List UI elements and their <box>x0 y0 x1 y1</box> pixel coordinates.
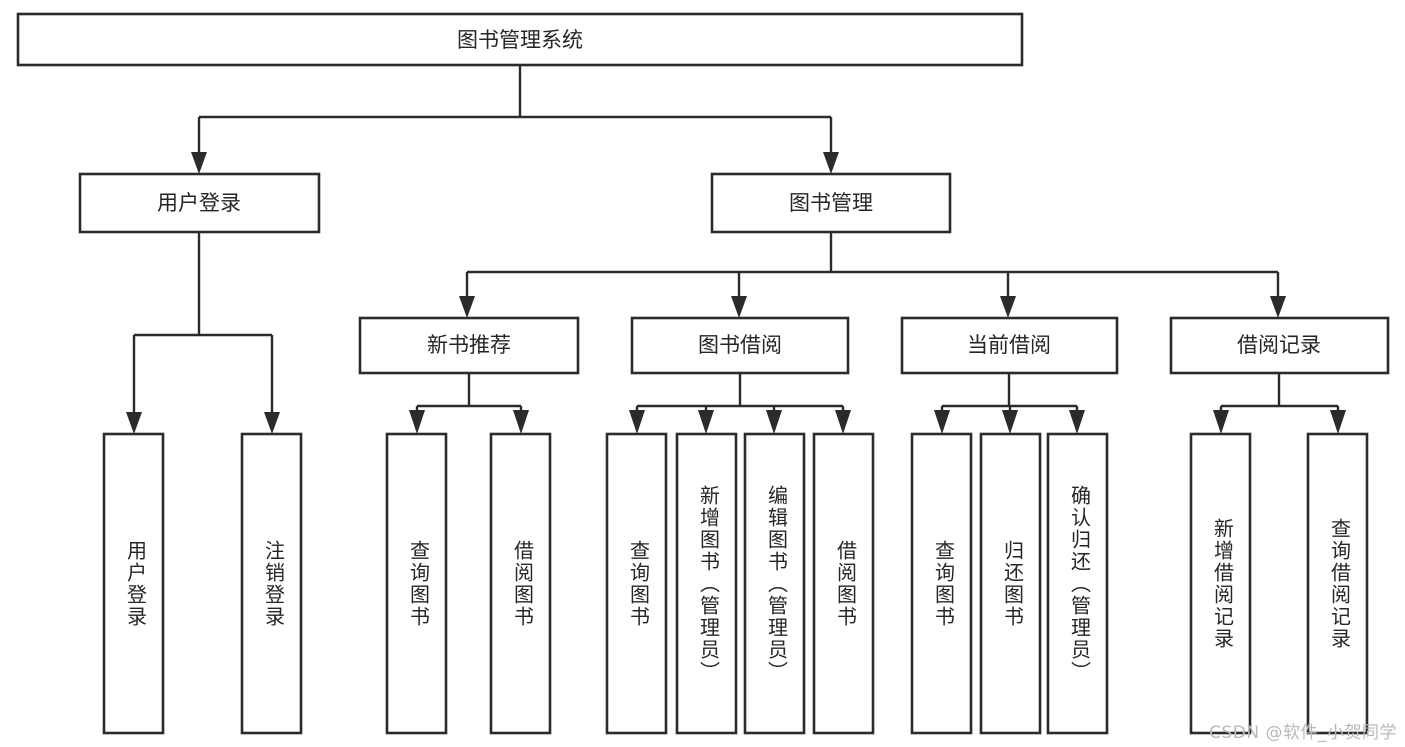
arrow-user-login <box>191 152 207 174</box>
node-leaf-add-book-label: 新增图书（管理员） <box>697 485 721 683</box>
node-leaf-query-book-3-label: 查询图书 <box>932 540 956 628</box>
node-leaf-edit-book-label: 编辑图书（管理员） <box>765 485 789 683</box>
node-leaf-confirm-return-box[interactable] <box>1046 432 1109 735</box>
node-user-login-label: 用户登录 <box>157 191 241 215</box>
node-book-manage-box[interactable] <box>710 172 952 234</box>
node-root[interactable]: 图书管理系统 <box>16 12 1024 67</box>
node-book-manage-label: 图书管理 <box>789 191 873 215</box>
arrow-bb-leaf3 <box>835 410 851 434</box>
node-current-borrow[interactable]: 当前借阅 <box>900 316 1119 375</box>
node-leaf-user-logout-label: 注销登录 <box>262 540 286 628</box>
node-leaf-user-login-label: 用户登录 <box>124 540 148 628</box>
node-leaf-confirm-return-label: 确认归还（管理员） <box>1068 485 1092 683</box>
node-new-book-recommend-label: 新书推荐 <box>427 333 511 357</box>
node-leaf-confirm-return[interactable]: 确认归还（管理员） <box>1046 432 1109 735</box>
arrow-bb-leaf0 <box>629 410 645 434</box>
node-leaf-query-book-2-box[interactable] <box>605 432 668 735</box>
node-leaf-query-book-1[interactable]: 查询图书 <box>385 432 448 735</box>
arrow-book-borrow <box>731 296 747 318</box>
node-current-borrow-box[interactable] <box>900 316 1119 375</box>
edge-layer <box>126 65 1346 434</box>
node-leaf-query-record[interactable]: 查询借阅记录 <box>1306 432 1369 735</box>
arrow-br-leaf0 <box>1213 410 1229 434</box>
node-leaf-query-book-2-label: 查询图书 <box>627 540 651 628</box>
arrow-nbr-leaf1 <box>513 410 529 434</box>
node-borrow-record-label: 借阅记录 <box>1237 333 1321 357</box>
node-root-label: 图书管理系统 <box>457 28 583 52</box>
node-book-manage[interactable]: 图书管理 <box>710 172 952 234</box>
node-leaf-borrow-book-1-label: 借阅图书 <box>511 540 535 628</box>
arrow-ul-leaf0 <box>126 412 142 434</box>
node-leaf-return-book[interactable]: 归还图书 <box>979 432 1042 735</box>
node-new-book-recommend[interactable]: 新书推荐 <box>358 316 580 375</box>
node-leaf-add-record-label: 新增借阅记录 <box>1211 518 1235 650</box>
csdn-watermark: CSDN @软件_小贺同学 <box>1209 723 1397 743</box>
node-leaf-query-book-3[interactable]: 查询图书 <box>910 432 973 735</box>
arrow-cb-leaf1 <box>1002 410 1018 434</box>
node-leaf-query-book-2[interactable]: 查询图书 <box>605 432 668 735</box>
node-leaf-query-record-label: 查询借阅记录 <box>1328 518 1352 650</box>
node-root-box[interactable] <box>16 12 1024 67</box>
node-leaf-query-book-1-label: 查询图书 <box>407 540 431 628</box>
node-leaf-query-book-3-box[interactable] <box>910 432 973 735</box>
node-leaf-query-book-1-box[interactable] <box>385 432 448 735</box>
node-leaf-borrow-book-2-box[interactable] <box>812 432 875 735</box>
arrow-ul-leaf1 <box>264 412 280 434</box>
node-leaf-return-book-label: 归还图书 <box>1001 540 1025 628</box>
node-leaf-borrow-book-2[interactable]: 借阅图书 <box>812 432 875 735</box>
node-user-login[interactable]: 用户登录 <box>78 172 321 234</box>
node-leaf-user-logout-box[interactable] <box>240 432 303 735</box>
node-leaf-user-login[interactable]: 用户登录 <box>102 432 165 735</box>
arrow-borrow-record <box>1270 296 1286 318</box>
node-user-login-box[interactable] <box>78 172 321 234</box>
arrow-current-borrow <box>1000 296 1016 318</box>
arrow-bb-leaf2 <box>766 410 782 434</box>
node-leaf-user-login-box[interactable] <box>102 432 165 735</box>
arrow-cb-leaf0 <box>934 410 950 434</box>
node-leaf-query-record-box[interactable] <box>1306 432 1369 735</box>
node-book-borrow-label: 图书借阅 <box>698 333 782 357</box>
arrow-book-manage <box>823 152 839 174</box>
node-leaf-borrow-book-1[interactable]: 借阅图书 <box>489 432 552 735</box>
node-leaf-borrow-book-2-label: 借阅图书 <box>834 540 858 628</box>
node-leaf-add-record-box[interactable] <box>1189 432 1252 735</box>
node-leaf-edit-book-box[interactable] <box>743 432 806 735</box>
node-borrow-record-box[interactable] <box>1169 316 1390 375</box>
node-borrow-record[interactable]: 借阅记录 <box>1169 316 1390 375</box>
node-leaf-add-book-box[interactable] <box>675 432 738 735</box>
arrow-cb-leaf2 <box>1069 410 1085 434</box>
node-leaf-add-book[interactable]: 新增图书（管理员） <box>675 432 738 735</box>
node-leaf-add-record[interactable]: 新增借阅记录 <box>1189 432 1252 735</box>
node-leaf-edit-book[interactable]: 编辑图书（管理员） <box>743 432 806 735</box>
arrow-nbr-leaf0 <box>409 410 425 434</box>
node-new-book-recommend-box[interactable] <box>358 316 580 375</box>
arrow-bb-leaf1 <box>698 410 714 434</box>
arrow-new-book-recommend <box>459 296 475 318</box>
node-current-borrow-label: 当前借阅 <box>967 333 1051 357</box>
node-book-borrow[interactable]: 图书借阅 <box>630 316 850 375</box>
node-leaf-user-logout[interactable]: 注销登录 <box>240 432 303 735</box>
node-leaf-borrow-book-1-box[interactable] <box>489 432 552 735</box>
arrow-br-leaf1 <box>1330 410 1346 434</box>
node-book-borrow-box[interactable] <box>630 316 850 375</box>
node-leaf-return-book-box[interactable] <box>979 432 1042 735</box>
